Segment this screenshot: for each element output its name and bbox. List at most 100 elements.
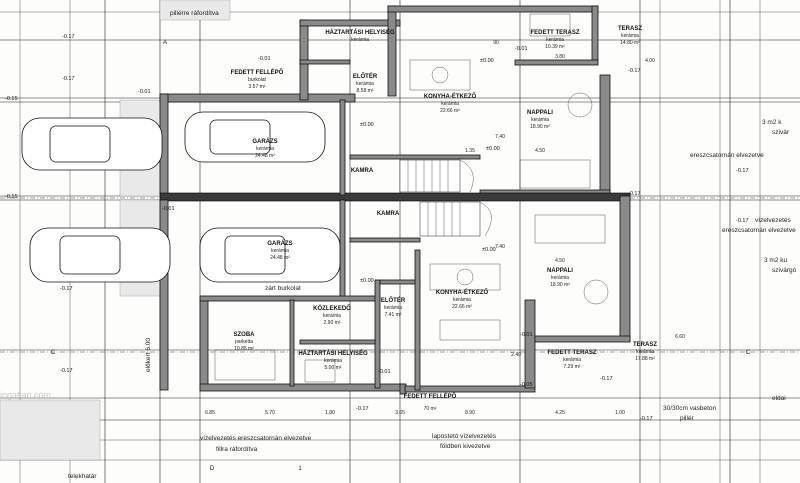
car-icon [21, 117, 163, 171]
axis-mark: C [746, 350, 751, 356]
room-living-top-material: kerámia [531, 117, 549, 123]
room-living-top-name: NAPPALI [527, 110, 553, 116]
axis-mark: A [163, 40, 167, 46]
dimension-label: 3.65 [395, 410, 405, 416]
room-garage-top-material: kerámia [256, 146, 274, 152]
room-corridor-area: 2.90 m² [324, 320, 341, 326]
room-room-name: SZOBA [234, 332, 256, 338]
room-covered-terrace-top-material: kerámia [546, 37, 564, 43]
room-living-bottom-material: kerámia [551, 275, 569, 281]
note-text: előkert 6.00 [145, 338, 152, 372]
room-kitchen-bottom-material: kerámia [453, 297, 471, 303]
room-hall-bottom-name: ELŐTÉR [381, 296, 406, 304]
car-icon [184, 111, 326, 163]
dimension-label: 6.85 [205, 410, 215, 416]
dimension-label: 1.35 [465, 148, 475, 154]
note-text: földben kivezetve [440, 443, 491, 450]
furniture [214, 13, 609, 383]
room-garage-bottom-area: 24.48 m² [270, 255, 290, 261]
room-living-bottom-name: NAPPALI [547, 268, 573, 274]
dimension-label: 2.40 [511, 352, 521, 358]
level-markers: -0.17 -0.17 -0.15 -0.15 -0.01 -0.01 -0.0… [5, 34, 749, 422]
level-marker: -0.01 [162, 206, 175, 212]
level-marker: -0.05 [520, 382, 533, 388]
level-marker: ±0.00 [486, 146, 500, 152]
note-text: zárt burkolat [265, 285, 301, 292]
note-text: pillér [680, 415, 695, 422]
note-text: lapostetó vízelvezetés [432, 433, 497, 440]
room-garage-top-area: 24.48 m² [255, 153, 275, 159]
room-covered-entrance-name: FEDETT FELLÉPŐ [231, 68, 284, 76]
level-marker: -0.17 [60, 286, 73, 292]
room-hall-top-material: kerámia [356, 81, 374, 87]
note-text: szivárgó [772, 267, 797, 274]
level-marker: -0.01 [138, 89, 151, 95]
note-text: vízelvezetés ereszcsatornán elvezetve [200, 435, 312, 442]
dimension-label: 4.25 [555, 410, 565, 416]
room-covered-terrace-bottom-name: FEDETT TERASZ [548, 350, 597, 356]
room-hall-bottom-area: 7.41 m² [385, 312, 402, 318]
room-covered-terrace-bottom-material: kerámia [563, 357, 581, 363]
level-marker: ±0.00 [360, 122, 374, 128]
level-marker: -0.17 [736, 218, 749, 224]
note-text: 30/30cm vasbeton [663, 405, 717, 412]
room-terrace-bottom-name: TERASZ [633, 342, 657, 348]
annotation-notes: pillérre ráfordítva 3 m2 k szivár ereszc… [68, 10, 797, 480]
axis-marks: A C C D 1 [51, 40, 751, 472]
room-kitchen-top-material: kerámia [441, 101, 459, 107]
room-stair-bottom-name: KAMRA [377, 211, 400, 217]
dimension-label: 90 [493, 40, 499, 46]
room-room-material: parketta [235, 339, 253, 345]
room-covered-terrace-top-area: 10.39 m² [545, 44, 565, 50]
room-storage-top-material: kerámia [351, 37, 369, 43]
room-garage-bottom-material: kerámia [271, 248, 289, 254]
room-garage-top-name: GARÁZS [252, 138, 277, 145]
room-kitchen-top-area: 22.66 m² [440, 108, 460, 114]
room-hall-top-area: 8.58 m² [357, 88, 374, 94]
room-corridor-material: kerámia [323, 313, 341, 319]
room-kitchen-bottom-area: 22.66 m² [452, 304, 472, 310]
room-room-area: 10.85 m² [234, 346, 254, 352]
level-marker: -0.01 [378, 369, 391, 375]
note-text: szivár [772, 129, 790, 136]
note-text: ereszcsatornán elvezetve [690, 152, 764, 159]
level-marker: -0.17 [628, 68, 641, 74]
dimension-label: 4.50 [555, 258, 565, 264]
level-marker: -0.17 [62, 34, 75, 40]
room-corridor-name: KÖZLEKEDŐ [313, 305, 351, 312]
building-walls [159, 5, 631, 395]
stairs-bottom [419, 201, 492, 237]
note-text: telekhatár [68, 473, 97, 480]
dimension-label: 8.90 [465, 410, 475, 416]
room-storage-bottom-name: HÁZTARTÁSI HELYISÉG [298, 349, 368, 357]
note-text: ereszcsatornán elvezetve [722, 227, 796, 234]
room-terrace-top-name: TERASZ [618, 26, 642, 32]
room-stair-top-name: KAMRA [351, 168, 374, 174]
level-marker: -0.17 [628, 191, 641, 197]
room-kitchen-top-name: KONYHA-ÉTKEZŐ [424, 92, 477, 100]
room-storage-top-name: HÁZTARTÁSI HELYISÉG [325, 28, 395, 36]
room-covered-entrance-bottom-name: FEDETT FELLÉPŐ [404, 392, 457, 400]
room-covered-terrace-bottom-area: 7.29 m² [564, 364, 581, 370]
room-covered-entrance-material: burkolat [248, 77, 266, 83]
car-icon [199, 227, 341, 283]
level-marker: ±0.00 [360, 278, 374, 284]
dimension-label: 3.80 [555, 54, 565, 60]
level-marker: -0.15 [5, 96, 18, 102]
level-marker: -0.01 [515, 46, 528, 52]
note-text: pillérre ráfordítva [170, 10, 219, 17]
dimension-label: 5.70 [265, 410, 275, 416]
level-marker: -0.17 [356, 406, 369, 412]
level-marker: -0.17 [640, 416, 653, 422]
room-living-top-area: 18.90 m² [530, 124, 550, 130]
axis-mark: C [51, 350, 56, 356]
note-text: 3 m2 ku [764, 257, 788, 264]
level-marker: -0.17 [600, 376, 613, 382]
level-marker: ±0.00 [482, 247, 496, 253]
room-hall-top-name: ELŐTÉR [353, 72, 378, 80]
level-marker: -0.15 [5, 194, 18, 200]
room-labels: GARÁZS kerámia 24.48 m² HÁZTARTÁSI HELYI… [231, 26, 658, 412]
level-marker: ±0.00 [480, 58, 494, 64]
dimension-label: 1.80 [325, 410, 335, 416]
dimension-label: 4.50 [535, 148, 545, 154]
